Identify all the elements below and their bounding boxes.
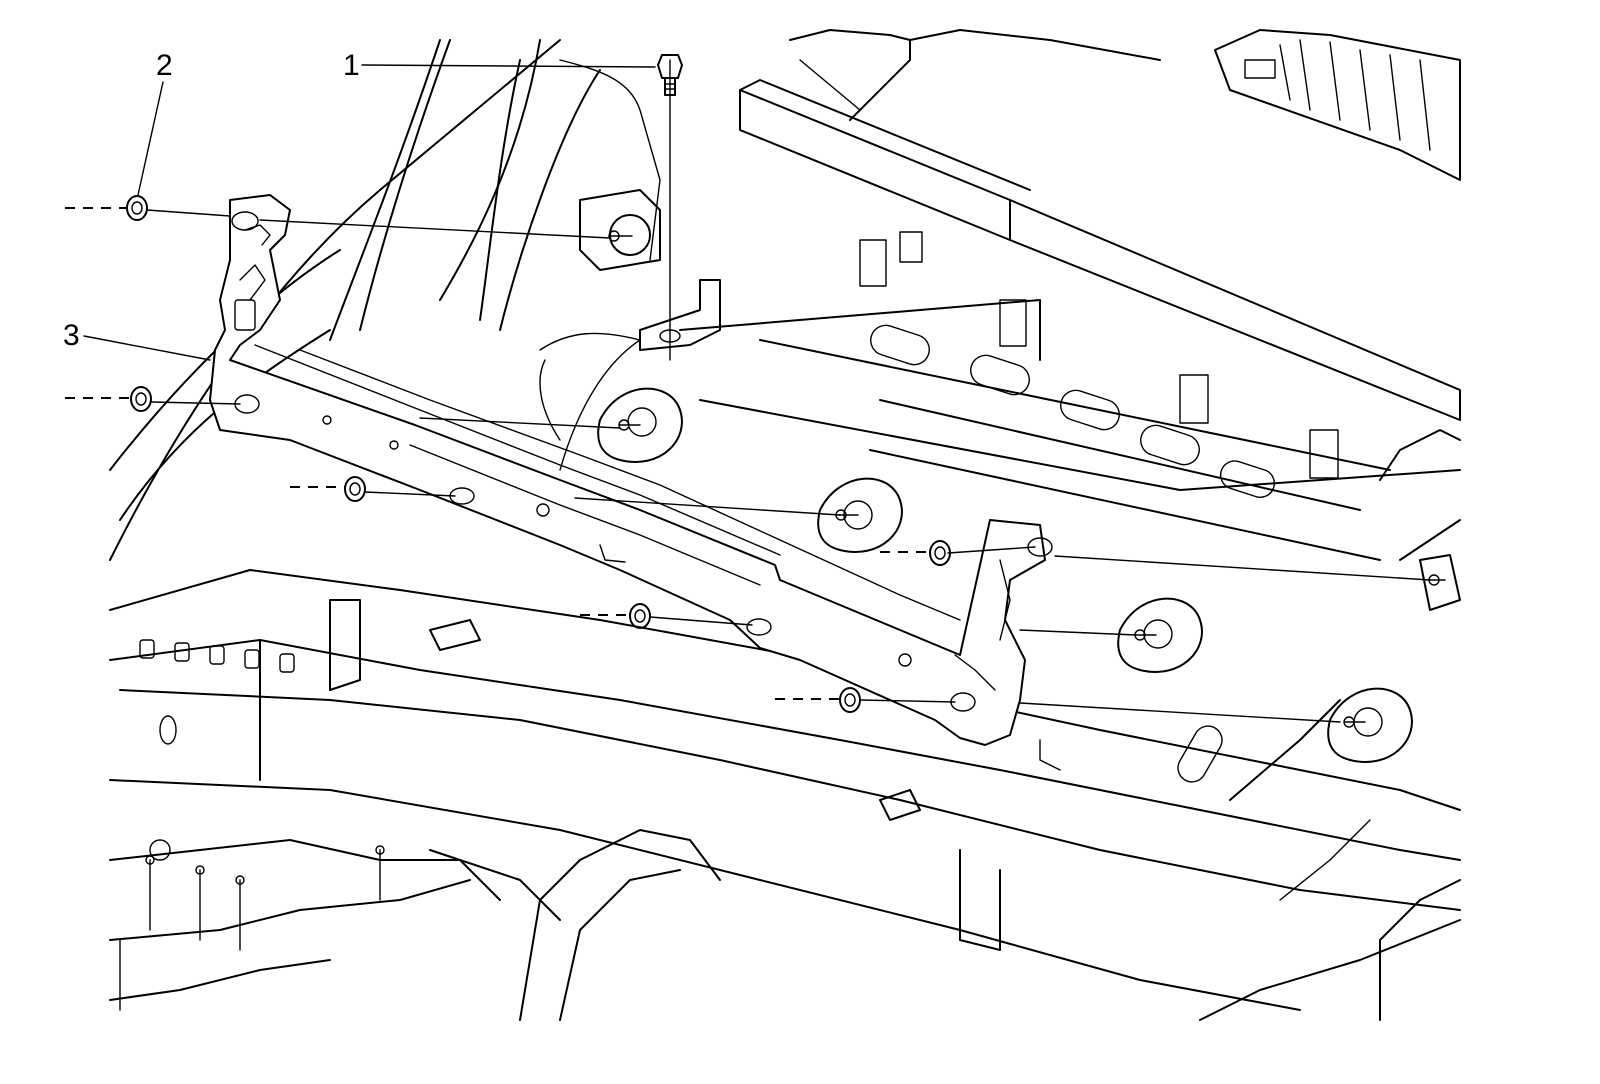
stud-center	[817, 477, 903, 553]
callout-1-leader	[361, 64, 656, 68]
fastener-leader-lines	[65, 59, 1431, 723]
nut-center-left	[344, 476, 366, 502]
nut-upper-left	[126, 195, 148, 221]
callouts: 1 2 3	[63, 49, 656, 361]
stud-right-upper	[1419, 554, 1461, 611]
nut-left	[130, 386, 152, 412]
right-quarter-structure	[1039, 429, 1461, 1021]
top-center-bracket	[789, 29, 1161, 121]
stud-left-upper	[579, 189, 661, 271]
left-wheelhouse	[109, 39, 661, 561]
nut-center	[629, 603, 651, 629]
bolt-item-1	[657, 54, 683, 96]
nut-lower-right	[839, 687, 861, 713]
seatback-panel	[679, 79, 1461, 561]
reinforcement-bracket	[209, 194, 1046, 746]
stud-left-middle	[597, 387, 683, 463]
lower-left-frame	[109, 829, 721, 1021]
callout-1: 1	[343, 49, 360, 82]
callout-3: 3	[63, 319, 80, 352]
nut-item-2	[126, 195, 951, 713]
stud-right-lower	[1327, 687, 1413, 763]
seatback-latches	[859, 231, 1339, 479]
callout-2-leader	[137, 81, 164, 196]
upper-right-component	[1214, 29, 1461, 181]
seatback-vent-slots	[870, 324, 1276, 499]
nut-right	[929, 540, 951, 566]
callout-3-leader	[83, 335, 211, 361]
callout-2: 2	[156, 49, 173, 82]
floor-slots	[139, 639, 1223, 861]
bolt-mount-bracket	[539, 279, 721, 471]
